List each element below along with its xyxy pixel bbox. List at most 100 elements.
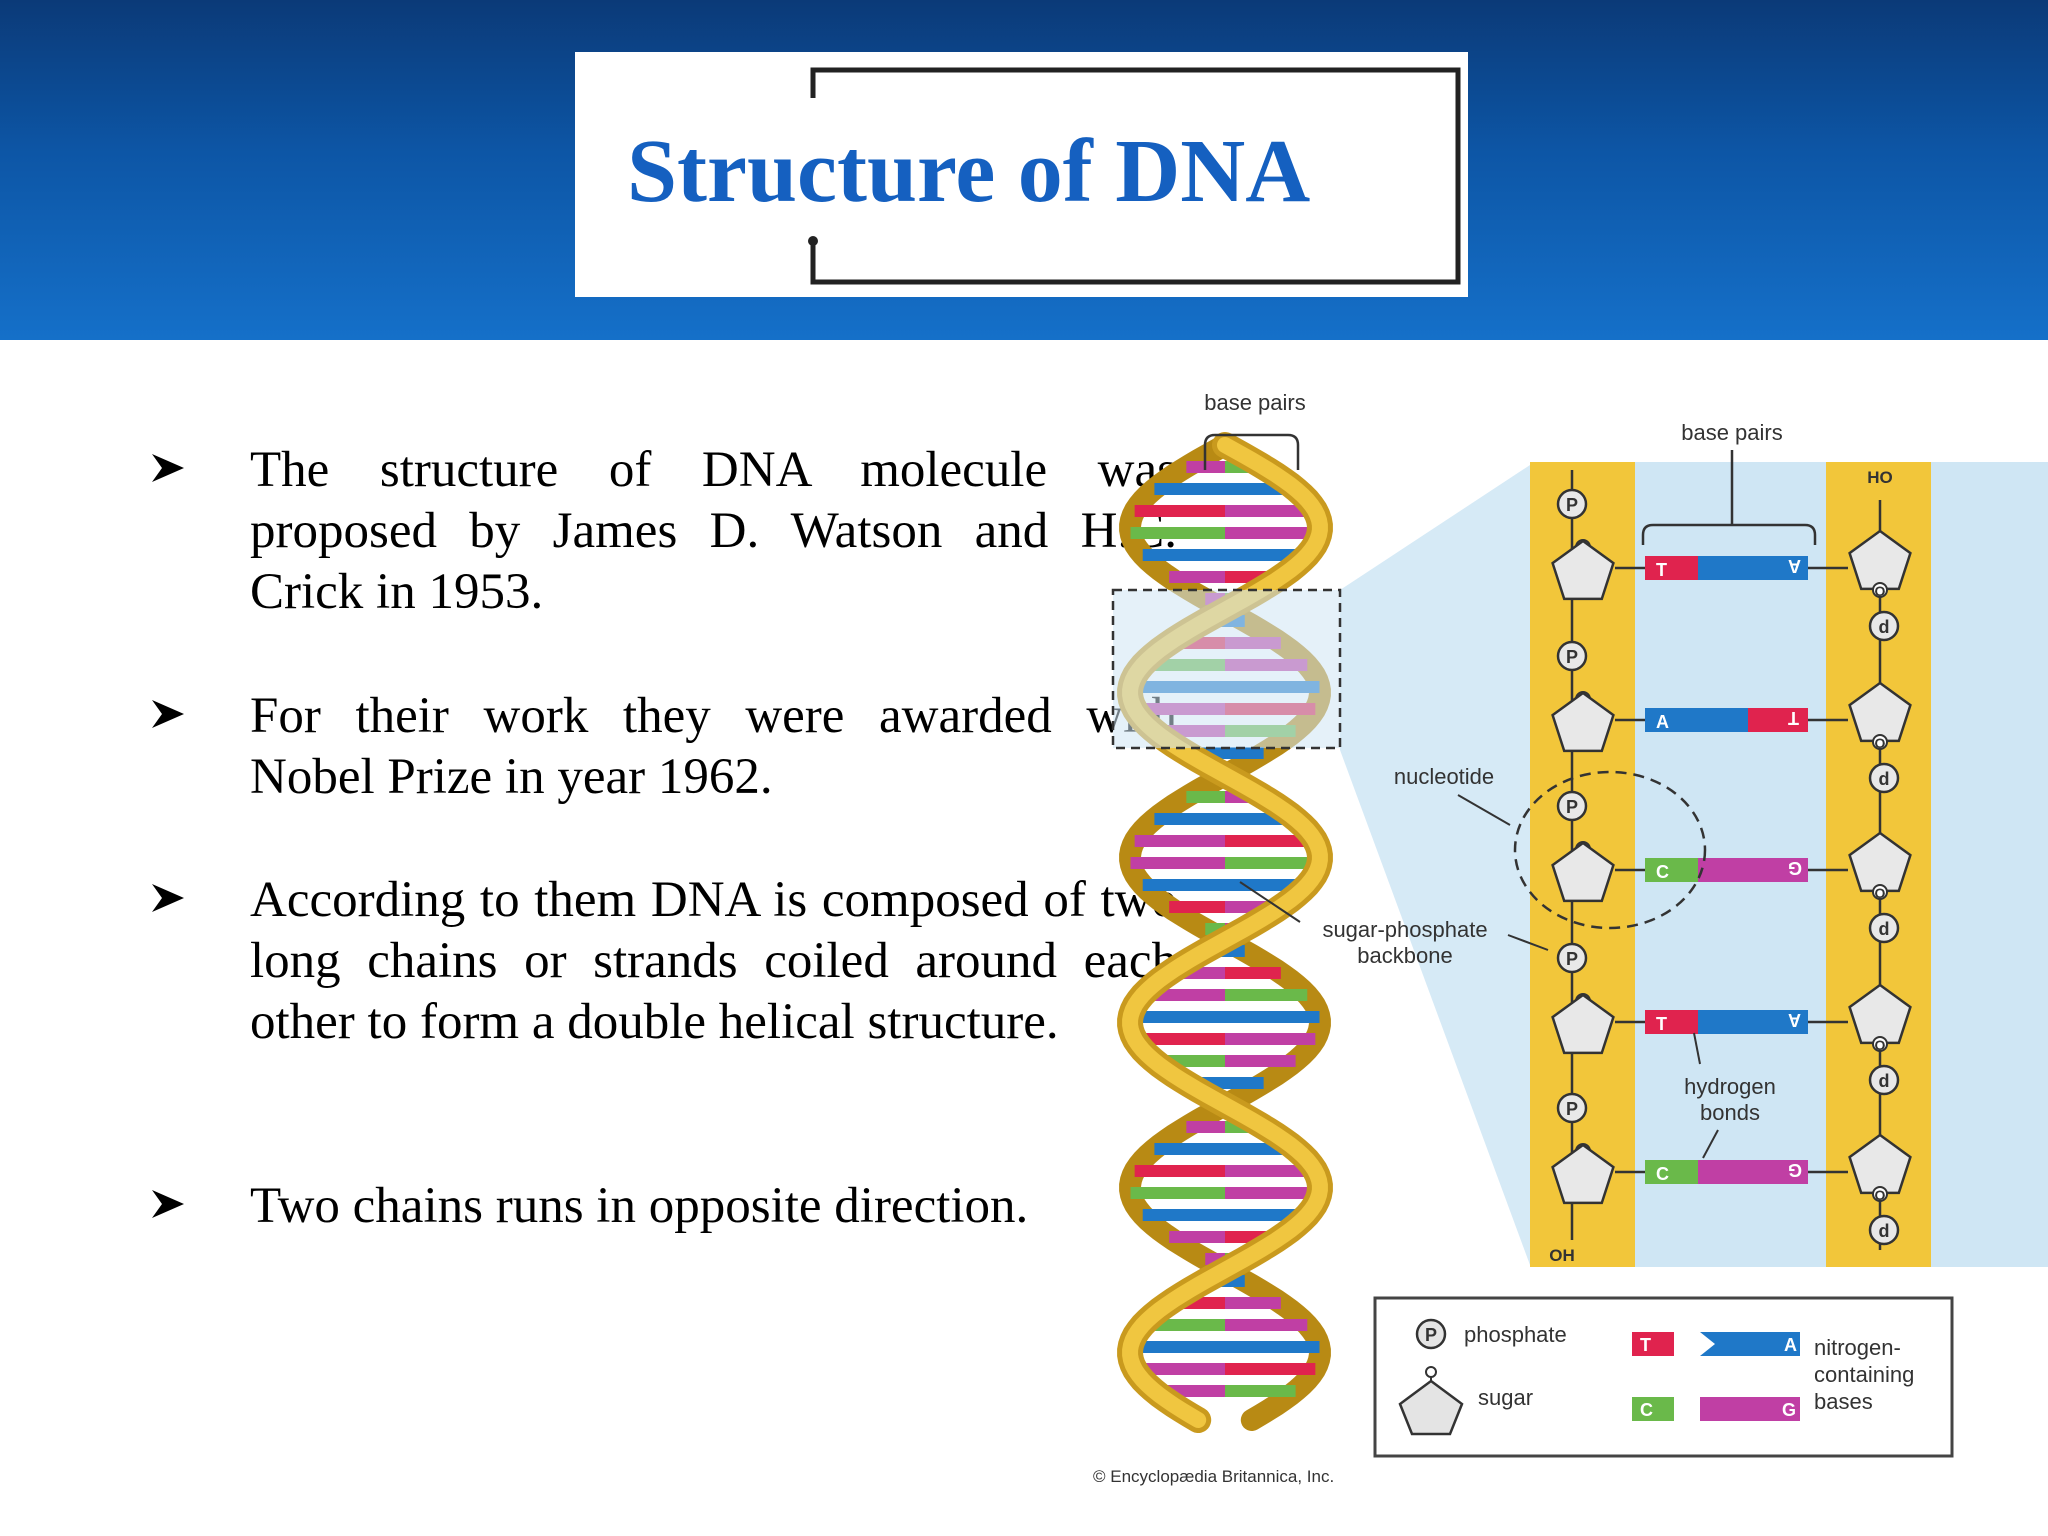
sugar-phosphate-label-line1: sugar-phosphate — [1322, 917, 1487, 942]
base-pair-row: POOdCG — [1551, 790, 1912, 944]
title-frame — [808, 67, 1461, 285]
sugar-legend-icon — [1398, 1379, 1464, 1436]
left-base-shape — [1645, 1160, 1705, 1184]
helix-base-rung — [1130, 857, 1225, 869]
left-base-label: A — [1656, 712, 1669, 732]
helix-base-rung — [1225, 989, 1308, 1001]
cytosine-legend-label: C — [1640, 1400, 1653, 1420]
left-base-label: C — [1656, 1164, 1669, 1184]
helix-base-rung — [1225, 857, 1320, 869]
helix-base-rung — [1130, 527, 1225, 539]
right-base-shape — [1698, 858, 1808, 882]
ladder-bracket — [1641, 450, 1817, 545]
sugar-oxygen-icon — [1872, 884, 1888, 900]
thymine-legend-shape — [1632, 1332, 1674, 1356]
helix-base-rung — [1225, 1385, 1296, 1397]
base-pair-row: POOdTA — [1551, 942, 1912, 1096]
nucleotide-pointer — [1457, 794, 1511, 826]
sugar-pentagon-icon — [1551, 1143, 1615, 1205]
arrowhead-bullet-icon — [152, 454, 184, 482]
nucleotide-label: nucleotide — [1394, 764, 1494, 789]
left-base-label: T — [1656, 1014, 1667, 1034]
phosphate-label: P — [1566, 949, 1578, 969]
legend-box — [1373, 1296, 1954, 1458]
sugar-pentagon-icon — [1551, 841, 1615, 903]
sugar-oxygen-label: O — [1875, 735, 1886, 751]
helix-base-rung — [1225, 1297, 1281, 1309]
helix-base-rung — [1154, 813, 1225, 825]
helix-base-rung — [1134, 835, 1225, 847]
helix-base-rung — [1142, 1209, 1225, 1221]
thymine-legend-label: T — [1640, 1335, 1651, 1355]
helix-base-rung — [1142, 879, 1225, 891]
bullet-text: Two chains runs in opposite direction. — [250, 1178, 1029, 1234]
helix-base-rung — [1134, 1033, 1225, 1045]
right-base-label: T — [1788, 708, 1799, 728]
helix-base-rung — [1154, 1143, 1225, 1155]
phosphate-label: P — [1566, 495, 1578, 515]
right-base-shape — [1748, 708, 1808, 732]
phosphate-label: d — [1879, 769, 1890, 789]
right-base-shape — [1698, 556, 1808, 580]
bases-legend-label-line3: bases — [1814, 1389, 1873, 1414]
base-pair-row: POOdTA — [1551, 488, 1912, 642]
hydrogen-bonds-label-line1: hydrogen — [1684, 1074, 1776, 1099]
helix-base-rung — [1169, 901, 1225, 913]
base-pair-row: POOdCG — [1551, 1092, 1912, 1246]
bullet-text: According to them DNA is composed of two… — [250, 872, 1177, 1050]
phosphate-label: P — [1566, 797, 1578, 817]
helix-base-rung — [1130, 1011, 1225, 1023]
arrowhead-bullet-icon — [152, 884, 184, 912]
credit-text: © Encyclopædia Britannica, Inc. — [1093, 1467, 1334, 1486]
helix-base-rung — [1225, 1077, 1264, 1089]
zoom-box — [1111, 588, 1342, 750]
cytosine-legend-shape — [1632, 1397, 1674, 1421]
right-base-label: A — [1788, 1010, 1801, 1030]
ladder-base-pairs-label: base pairs — [1681, 420, 1783, 445]
phosphate-icon — [1868, 762, 1900, 794]
nucleotide-circle — [1513, 770, 1707, 930]
phosphate-icon — [1556, 790, 1588, 822]
helix-base-rung — [1225, 967, 1281, 979]
right-base-shape — [1698, 1160, 1808, 1184]
helix-base-pairs-label: base pairs — [1204, 390, 1306, 415]
sugar-oxygen-icon — [1872, 1186, 1888, 1202]
phosphate-label: d — [1879, 919, 1890, 939]
helix-base-rung — [1186, 1121, 1225, 1133]
helix-base-rung — [1225, 527, 1320, 539]
bullet-text: For their work they were awarded with No… — [250, 688, 1177, 805]
helix-base-rung — [1225, 1055, 1296, 1067]
left-base-label: C — [1656, 862, 1669, 882]
phosphate-label: d — [1879, 617, 1890, 637]
phosphate-icon — [1868, 1214, 1900, 1246]
bases-legend-label-line2: containing — [1814, 1362, 1914, 1387]
sugar-pentagon-icon — [1551, 993, 1615, 1055]
sugar-pentagon-icon — [1551, 539, 1615, 601]
helix-base-rung — [1225, 1011, 1320, 1023]
phosphate-legend-symbol: P — [1425, 1325, 1437, 1345]
title-box: Structure of DNA — [575, 52, 1468, 297]
left-base-shape — [1645, 556, 1705, 580]
helix-base-rung — [1225, 1363, 1316, 1375]
helix-base-rung — [1225, 835, 1316, 847]
sugar-phosphate-pointer — [1507, 934, 1549, 951]
sugar-oxygen-icon — [1872, 734, 1888, 750]
sugar-oxygen-label: O — [1875, 885, 1886, 901]
helix-bracket — [1203, 433, 1300, 470]
ladder: POOdTAPOOdATPOOdCGPOOdTAPOOdCG — [1551, 470, 1912, 1250]
slide-title: Structure of DNA — [627, 122, 1311, 221]
phosphate-legend-label: phosphate — [1464, 1322, 1567, 1347]
left-base-label: T — [1656, 560, 1667, 580]
helix-backbone-pointer — [1239, 881, 1301, 923]
phosphate-icon — [1556, 1092, 1588, 1124]
phosphate-label: P — [1566, 1099, 1578, 1119]
sugar-oxygen-label: O — [1875, 1037, 1886, 1053]
helix-base-rung — [1134, 505, 1225, 517]
phosphate-icon — [1556, 488, 1588, 520]
helix-base-rung — [1134, 1165, 1225, 1177]
left-base-shape — [1645, 1010, 1705, 1034]
phosphate-icon — [1556, 640, 1588, 672]
helix-base-rung — [1134, 1363, 1225, 1375]
base-pair-row: POOdAT — [1551, 640, 1912, 794]
